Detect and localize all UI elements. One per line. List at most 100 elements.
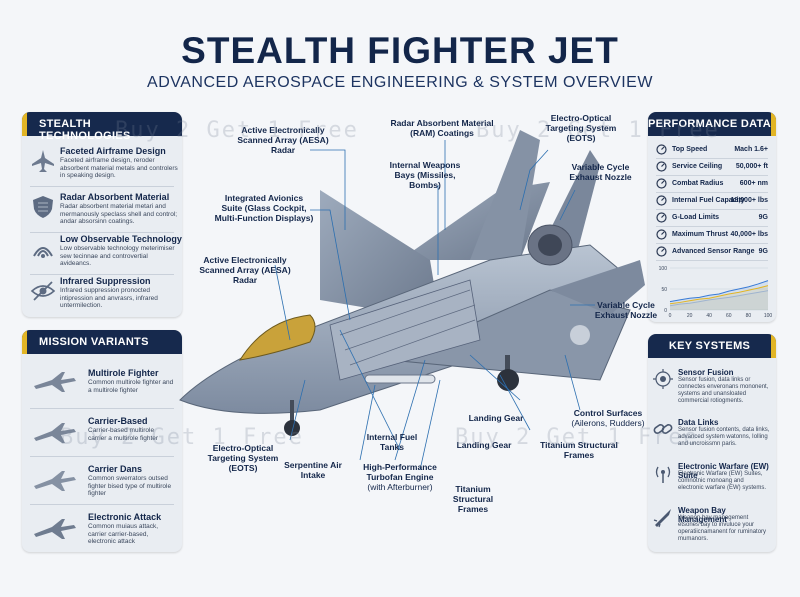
shield-icon <box>33 196 53 218</box>
chart-x-tick: 0 <box>669 313 672 319</box>
chart-x-tick: 100 <box>764 313 773 319</box>
divider <box>30 186 174 187</box>
chart-x-tick: 20 <box>687 313 693 319</box>
multirole-fighter-icon <box>34 372 76 392</box>
antenna-icon <box>655 466 671 483</box>
stealth-jet-illustration <box>179 130 645 471</box>
insignia <box>570 325 590 345</box>
performance-value: 18,000+ lbs <box>730 197 768 204</box>
stealth-panel-heading: STEALTH TECHNOLOGIES <box>22 112 182 142</box>
chart-x-tick: 40 <box>706 313 712 319</box>
callout-aesa-radar-left: Active Electronically Scanned Array (AES… <box>199 255 291 285</box>
item-desc: Carrier-based multirole carrier a multir… <box>88 427 159 442</box>
chart-series-area <box>670 290 768 310</box>
chart-series-line <box>669 290 769 307</box>
item-desc: Low observable technology meterimiser se… <box>60 245 175 267</box>
g-load-icon <box>656 212 667 223</box>
electronic-attack-icon <box>34 519 76 539</box>
callout-air-intake: Serpentine Air Intake <box>284 460 342 480</box>
item-title: Multirole Fighter <box>88 368 159 378</box>
carrier-dans-icon <box>34 471 76 491</box>
list-item: Multirole Fighter Common multirole fight… <box>22 362 182 408</box>
chart-y-tick: 50 <box>661 287 667 293</box>
gauge-icon <box>656 144 667 155</box>
performance-label: Internal Fuel Capacity <box>672 197 745 204</box>
vertical-tail-left <box>470 130 540 260</box>
chain-link-icon <box>653 424 673 434</box>
list-item: Weapon Bay Management Weapon bay managem… <box>648 502 776 550</box>
performance-value: Mach 1.6+ <box>734 146 768 153</box>
page-subtitle: ADVANCED AEROSPACE ENGINEERING & SYSTEM … <box>147 74 653 91</box>
callout-control-surfaces-title: Control Surfaces <box>573 408 643 418</box>
performance-label: Advanced Sensor Range <box>672 248 755 255</box>
nose-landing-gear <box>284 420 300 436</box>
item-title: Faceted Airframe Design <box>60 146 166 156</box>
cockpit-canopy <box>238 314 316 361</box>
callout-control-surfaces: Control Surfaces (Ailerons, Rudders) <box>568 408 648 428</box>
chart-x-tick: 60 <box>726 313 732 319</box>
item-desc: Common multirole fighter and a multirole… <box>88 379 174 394</box>
performance-label: G-Load Limits <box>672 214 720 221</box>
item-title: Weapon Bay Management <box>678 506 727 524</box>
chart-x-tick: 80 <box>746 313 752 319</box>
item-title: Electronic Attack <box>88 512 162 522</box>
divider <box>30 456 174 457</box>
callout-ram-coatings: Radar Absorbent Material (RAM) Coatings <box>390 118 494 138</box>
item-desc: Weapon bay management etsones bay to inv… <box>678 515 767 542</box>
divider <box>30 408 174 409</box>
item-title: Infrared Suppression <box>60 276 151 286</box>
watermark: Buy 2 Get 1 Free <box>60 425 304 450</box>
eye-slash-icon <box>30 281 56 301</box>
mission-panel-heading: MISSION VARIANTS <box>22 330 182 354</box>
divider <box>30 274 174 275</box>
chart-series-line <box>669 280 769 303</box>
list-item: Infrared Suppression Infrared suppressio… <box>22 272 182 314</box>
item-title: Data Links <box>678 418 719 427</box>
performance-row: Top Speed Mach 1.6+ <box>656 142 768 159</box>
main-wing-upper <box>320 190 440 320</box>
performance-value: 9G <box>758 248 768 255</box>
performance-value: 40,000+ lbs <box>730 231 768 238</box>
item-desc: Common muiaus attack, carrier carrier-ba… <box>88 523 159 545</box>
item-desc: Sensor fusion, data links or connectes e… <box>678 377 769 404</box>
callout-landing-gear-1: Landing Gear <box>468 413 524 423</box>
thrust-icon <box>656 229 667 240</box>
item-desc: Sensor fusion contents, data links, adva… <box>678 427 770 447</box>
callout-eots-bottom: Electro-Optical Targeting System (EOTS) <box>207 443 279 473</box>
list-item: Low Observable Technology Low observable… <box>22 230 182 272</box>
item-title: Low Observable Technology <box>60 234 182 244</box>
item-desc: Faceted airframe design, reroder absorbe… <box>60 157 178 179</box>
altitude-icon <box>656 161 667 172</box>
callout-eots-top: Electro-Optical Targeting System (EOTS) <box>545 113 617 143</box>
callout-aesa-radar-top: Active Electronically Scanned Array (AES… <box>237 125 329 155</box>
list-item: Data Links Sensor fusion contents, data … <box>648 414 776 458</box>
callout-engine: High-Performance Turbofan Engine (with A… <box>345 462 455 492</box>
watermark: Buy 2 Get 1 Free <box>455 425 699 450</box>
list-item: Carrier-Based Carrier-based multirole ca… <box>22 410 182 456</box>
performance-label: Top Speed <box>672 146 708 153</box>
chart-y-tick: 0 <box>664 308 667 314</box>
callout-engine-sub: (with Afterburner) <box>367 482 433 492</box>
sensor-icon <box>656 246 667 257</box>
list-item: Faceted Airframe Design Faceted airframe… <box>22 142 182 184</box>
performance-panel-heading: PERFORMANCE DATA <box>648 112 776 136</box>
callout-exhaust-top: Variable Cycle Exhaust Nozzle <box>569 162 632 182</box>
divider <box>30 232 174 233</box>
callout-landing-gear-2: Landing Gear <box>456 440 512 450</box>
item-title: Electronic Warfare (EW) Suite <box>678 462 769 480</box>
internal-cutaway <box>329 279 481 381</box>
fuel-icon <box>656 195 667 206</box>
item-desc: Common swerrators outsed fighter bised t… <box>88 475 172 497</box>
callout-avionics: Integrated Avionics Suite (Glass Cockpit… <box>214 193 314 223</box>
list-item: Radar Absorbent Material Radar absorbent… <box>22 188 182 230</box>
main-wing-lower <box>388 289 631 381</box>
radar-wave-icon <box>33 247 53 258</box>
item-title: Carrier Dans <box>88 464 143 474</box>
performance-value: 50,000+ ft <box>735 163 768 170</box>
